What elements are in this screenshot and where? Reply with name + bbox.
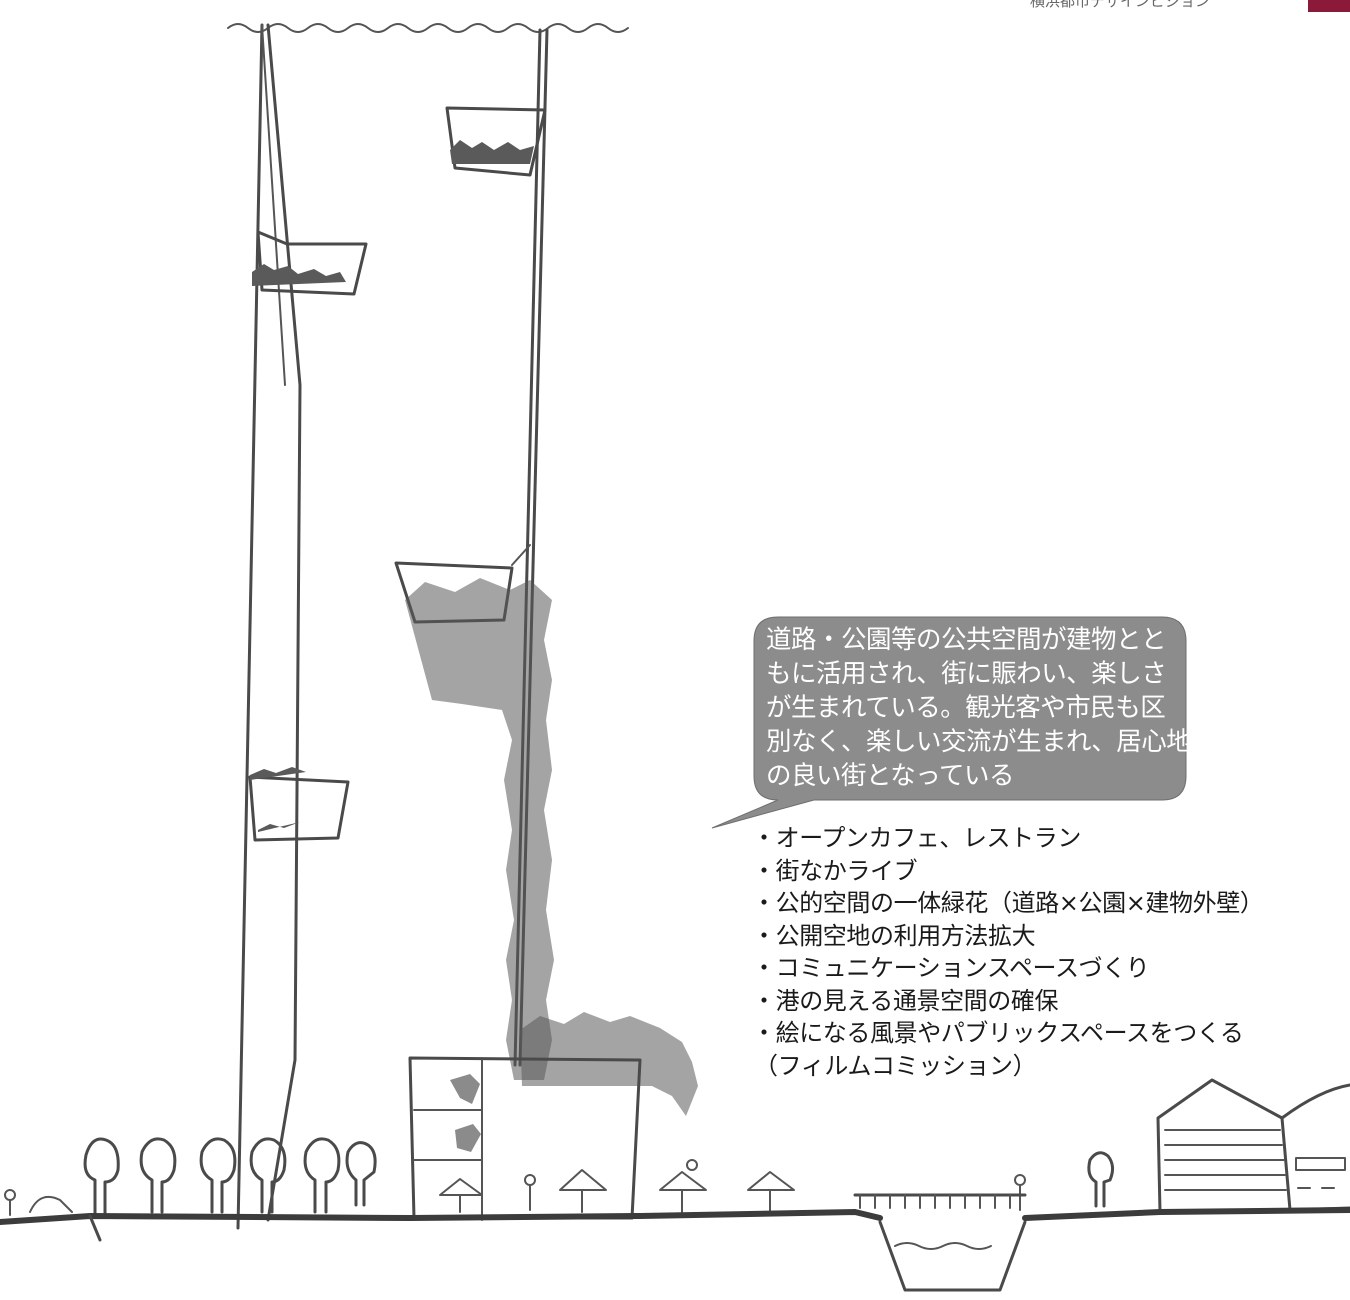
list-item: ・港の見える通景空間の確保 (752, 986, 1059, 1015)
corner-accent-tab (1308, 0, 1350, 12)
speech-bubble-text: 道路・公園等の公共空間が建物とと もに活用され、街に賑わい、楽しさ が生まれてい… (766, 623, 1192, 793)
low-building (408, 1056, 642, 1221)
speech-bubble-line: の良い街となっている (766, 761, 1014, 791)
speech-bubble-line: が生まれている。観光客や市民も区 (766, 693, 1166, 723)
speech-bubble-shape (711, 616, 1187, 829)
canal (853, 1193, 1027, 1292)
list-item: ・街なかライブ (752, 856, 918, 885)
list-item: ・公的空間の一体緑花（道路×公園×建物外壁） (752, 889, 1264, 917)
ground-line (0, 1207, 1350, 1225)
speech-bubble-line: もに活用され、街に賑わい、楽しさ (766, 659, 1167, 689)
street-trees (83, 1137, 1115, 1217)
list-note: （フィルムコミッション） (754, 1051, 1037, 1080)
speech-bubble: 道路・公園等の公共空間が建物とと もに活用され、街に賑わい、楽しさ が生まれてい… (711, 616, 1192, 829)
list-item: ・オープンカフェ、レストラン (752, 824, 1081, 852)
right-tower (394, 28, 698, 1116)
sky-line (227, 23, 629, 33)
cafe-parasols (4, 1159, 1026, 1216)
initiative-list: ・オープンカフェ、レストラン ・街なかライブ ・公的空間の一体緑花（道路×公園×… (752, 822, 1264, 1082)
list-item: ・絵になる風景やパブリックスペースをつくる (752, 1019, 1244, 1047)
header-title-fragment: 横浜都市デザインビジョン (1030, 0, 1211, 10)
speech-bubble-line: 別なく、楽しい交流が生まれ、居心地 (766, 727, 1192, 757)
green-wall (405, 578, 554, 1080)
left-tower (236, 23, 368, 1230)
list-item: ・コミュニケーションスペースづくり (752, 954, 1150, 982)
list-item: ・公開空地の利用方法拡大 (752, 921, 1036, 950)
speech-bubble-line: 道路・公園等の公共空間が建物とと (766, 625, 1167, 655)
house (1156, 1078, 1350, 1214)
